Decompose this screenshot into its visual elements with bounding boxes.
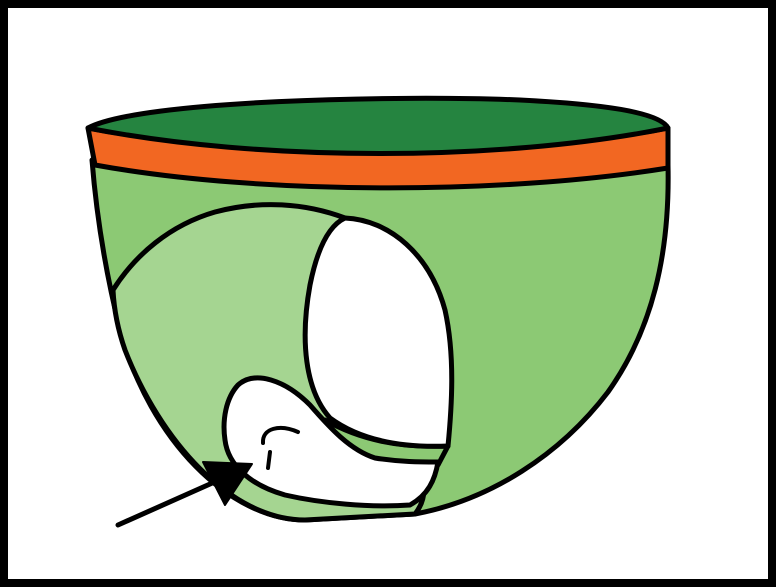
pointer-arrow-shaft	[115, 473, 231, 528]
pocket-curl	[261, 426, 300, 445]
pocket-tick	[266, 450, 272, 470]
pocket-opening	[221, 375, 441, 509]
waistband-inside	[85, 95, 671, 156]
pointer-arrow-head	[202, 461, 253, 506]
leg-opening	[302, 215, 455, 449]
